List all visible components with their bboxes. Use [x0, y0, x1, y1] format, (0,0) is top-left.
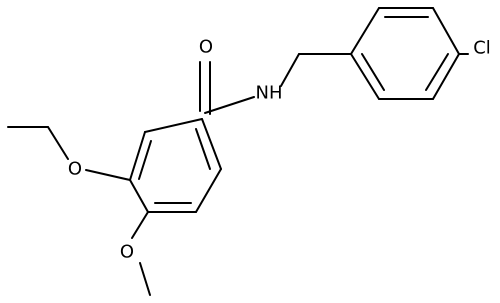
methoxy-oxygen-label: O: [120, 242, 134, 263]
ring-double-bond: [195, 128, 211, 170]
ring-bond: [432, 53, 460, 100]
methoxy-group: [131, 211, 151, 296]
ring-bond: [144, 118, 203, 133]
carbonyl-oxygen-label: O: [199, 37, 213, 58]
ring-double-bond: [425, 53, 449, 91]
o-ch2-bond: [47, 126, 69, 160]
ring-double-bond: [138, 140, 152, 180]
n-ch2-bond: [280, 53, 300, 87]
ring-bond: [129, 179, 149, 213]
benzamide-ring: [129, 118, 222, 213]
ring-bond: [432, 7, 460, 55]
ring-double-bond: [361, 53, 385, 91]
ethoxy-oxygen-label: O: [68, 159, 82, 180]
ring-bond: [195, 168, 222, 213]
ring-bond: [129, 131, 146, 181]
ring-o-bond: [131, 211, 149, 239]
ring-bond: [350, 53, 380, 100]
ring-bond: [201, 118, 222, 170]
amide-group: [199, 53, 352, 115]
ethoxy-group: [7, 126, 131, 181]
o-ch3-bond: [139, 262, 151, 296]
amide-c-n-bond: [204, 96, 255, 114]
amide-nitrogen-label: NH: [256, 83, 283, 104]
ring-o-bond: [85, 169, 131, 181]
ring-bond: [350, 7, 380, 55]
chlorine-label: Cl: [473, 38, 491, 59]
chlorophenyl-ring: [350, 7, 469, 100]
